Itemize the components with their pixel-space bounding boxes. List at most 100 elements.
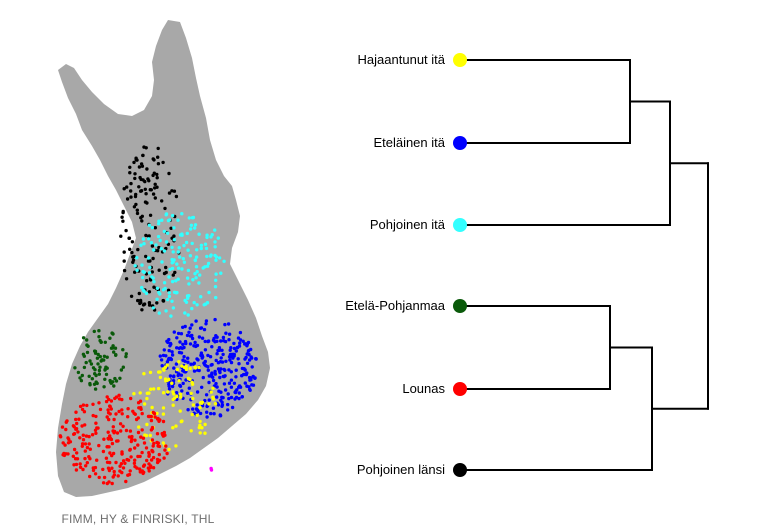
sample-dot [88,447,93,451]
sample-dot [135,211,140,216]
sample-dot [253,376,257,380]
sample-dot [210,345,214,349]
sample-dot [147,414,151,419]
sample-dot [134,202,138,207]
sample-dot [95,426,99,430]
sample-dot [90,433,95,437]
sample-dot [151,455,156,460]
sample-dot [190,241,194,246]
sample-dot [206,368,210,372]
sample-dot [241,339,245,343]
sample-dot [213,245,217,249]
sample-dot [106,430,110,434]
sample-dot [59,435,63,439]
sample-dot [117,409,121,414]
sample-dot [234,349,238,353]
sample-dot [106,466,111,470]
sample-dot [214,295,218,300]
sample-dot [99,359,103,363]
sample-dot [161,391,166,395]
sample-dot [214,272,218,276]
sample-dot [112,429,117,434]
sample-dot [114,353,118,357]
sample-dot [146,234,151,238]
sample-dot [149,428,154,432]
sample-dot [184,240,189,245]
sample-dot [152,248,156,252]
sample-dot [83,449,88,453]
sample-dot [156,234,161,239]
sample-dot [249,378,253,382]
sample-dot [111,332,115,336]
sample-dot [199,401,203,405]
sample-dot [213,369,217,374]
sample-dot [88,381,92,386]
sample-dot [72,463,76,467]
sample-dot [156,155,160,159]
sample-dot [209,363,213,367]
sample-dot [133,172,137,176]
sample-dot [122,268,127,273]
sample-dot [155,411,159,416]
sample-dot [175,367,180,372]
sample-dot [154,243,158,247]
sample-dot [175,336,179,340]
sample-dot [209,468,214,472]
sample-dot [185,333,190,338]
sample-dot [240,374,244,378]
sample-dot [161,434,166,438]
sample-dot [72,425,76,429]
sample-dot [170,189,174,193]
finland-map [56,20,270,497]
sample-dot [97,368,102,373]
sample-dot [177,379,181,383]
sample-dot [192,300,196,305]
sample-dot [179,395,183,399]
sample-dot [178,383,182,388]
sample-dot [147,290,152,294]
sample-dot [78,462,82,466]
sample-dot [204,393,209,397]
sample-dot [163,206,167,211]
sample-dot [140,263,144,267]
sample-dot [165,363,169,367]
sample-dot [226,402,230,407]
sample-dot [155,286,160,290]
sample-dot [114,379,119,383]
sample-dot [81,467,85,472]
sample-dot [182,260,187,264]
sample-dot [88,457,92,461]
sample-dot [193,223,198,227]
sample-dot [174,279,178,283]
sample-dot [209,235,213,239]
sample-dot [226,392,230,396]
sample-dot [65,419,69,423]
sample-dot [97,372,102,376]
sample-dot [124,479,128,484]
sample-dot [93,349,98,354]
sample-dot [245,361,250,365]
sample-dot [148,465,153,470]
sample-dot [108,336,112,340]
sample-dot [147,223,152,227]
sample-dot [128,469,132,473]
sample-dot [97,401,101,405]
sample-dot [111,344,115,348]
sample-dot [194,344,198,348]
sample-dot [157,458,162,462]
sample-dot [238,341,242,345]
sample-dot [180,212,184,216]
sample-dot [215,395,219,399]
sample-dot [81,352,86,356]
sample-dot [138,470,142,474]
sample-dot [184,364,188,369]
sample-dot [151,306,155,310]
sample-dot [110,441,115,446]
sample-dot [237,384,242,388]
sample-dot [121,365,126,369]
sample-dot [200,356,204,360]
sample-dot [110,481,114,486]
sample-dot [227,338,231,342]
sample-dot [169,314,173,318]
